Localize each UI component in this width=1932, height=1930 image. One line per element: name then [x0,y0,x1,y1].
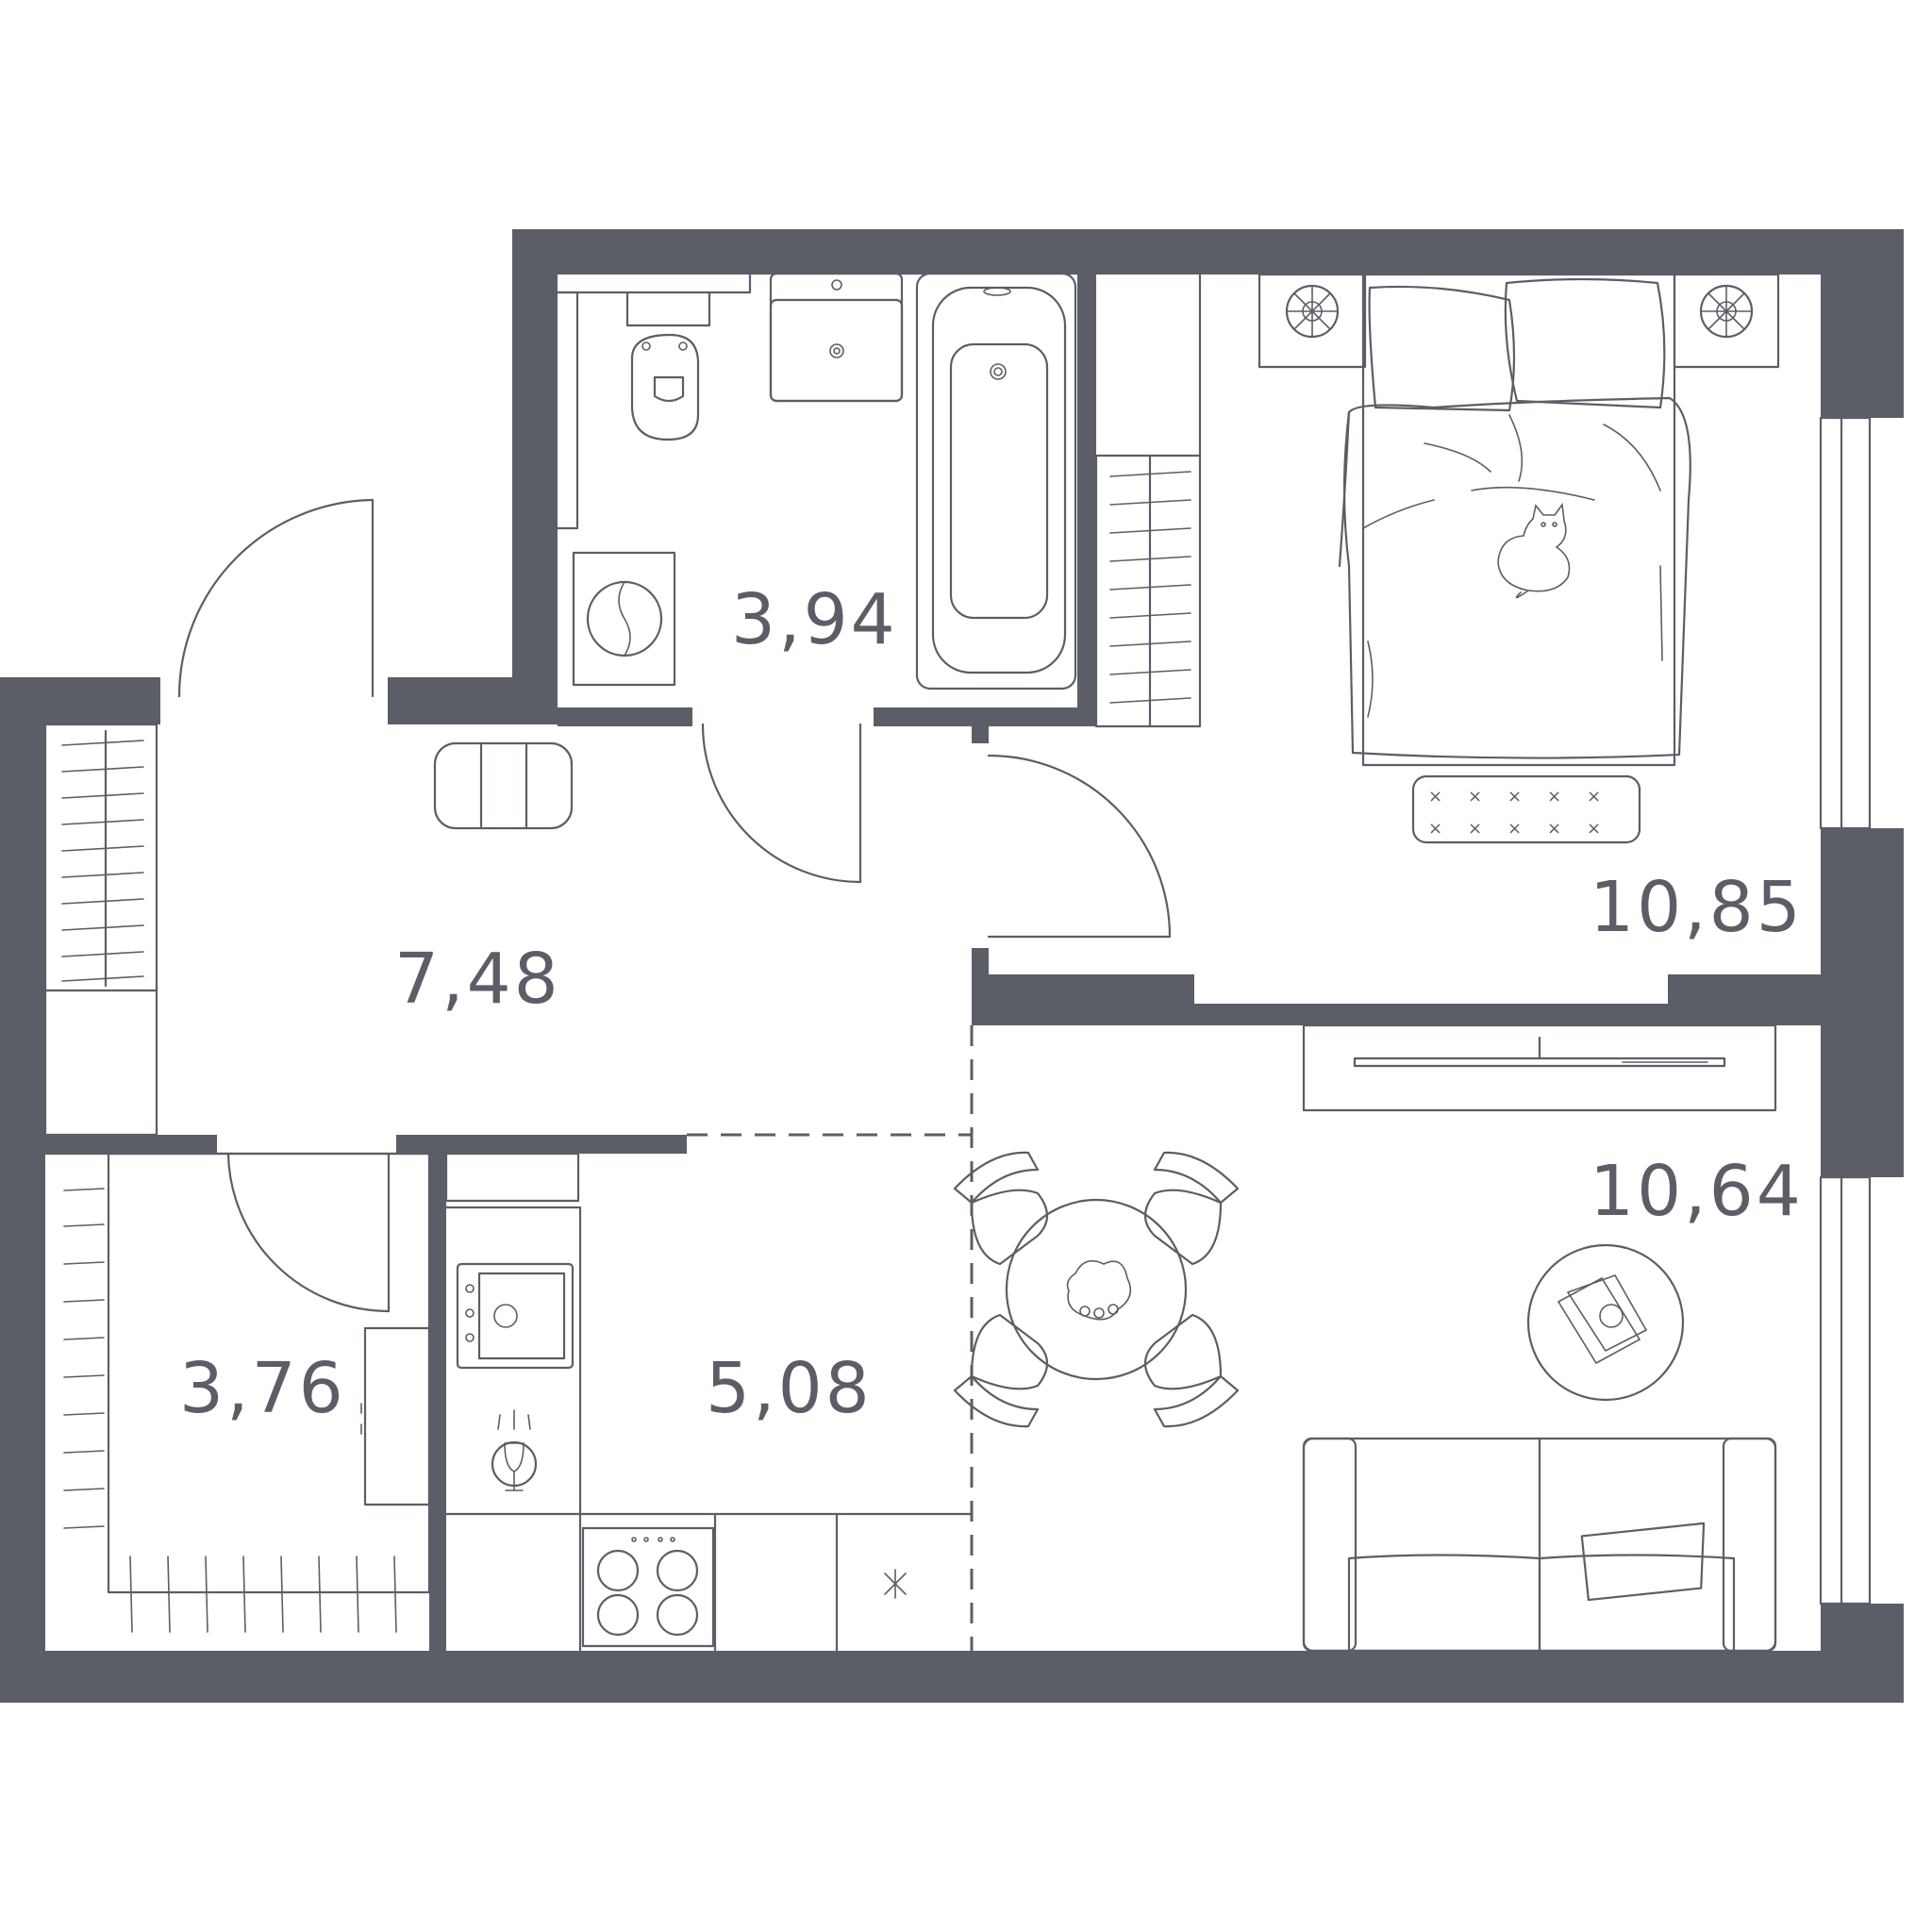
room-area-living-room: 10,64 [1590,1151,1804,1232]
room-area-bathroom: 3,94 [731,579,898,660]
sofa-icon [1302,1437,1777,1653]
chair-icon [1143,1151,1240,1266]
svg-text:×: × [1468,819,1482,839]
faucet-icon [491,1409,538,1491]
rug-icon: × × × × × × × × × × [1411,774,1641,844]
wardrobe-room: 3,76 [43,1152,431,1633]
bed-icon [1338,273,1691,767]
fridge-icon [884,1569,907,1599]
room-area-hallway: 7,48 [394,939,561,1020]
sink-icon [769,272,904,403]
room-area-wardrobe: 3,76 [179,1348,346,1429]
nightstand-lamp-icon [1673,273,1780,369]
bathroom: 3,94 [556,272,1079,690]
dining-table-icon [1005,1198,1188,1381]
room-area-bedroom: 10,85 [1590,867,1804,948]
chair-icon [1143,1313,1240,1428]
svg-text:×: × [1587,787,1601,807]
coffee-table-icon [1526,1243,1685,1402]
wardrobe-door-icon [226,1152,391,1313]
wardrobe-icon [43,723,158,1137]
doors [177,498,1172,1313]
kitchen-sink-icon [456,1262,575,1370]
chair-icon [953,1151,1049,1266]
bedroom: × × × × × × × × × × 10,85 [1094,273,1804,948]
svg-text:×: × [1428,787,1442,807]
svg-text:×: × [1547,787,1561,807]
washing-machine-icon [572,551,676,687]
svg-text:×: × [1428,819,1442,839]
bedroom-door-icon [987,754,1172,939]
kitchen: 5,08 [444,1152,974,1653]
tv-icon [1302,1023,1777,1112]
room-area-kitchen: 5,08 [706,1348,873,1429]
entrance-door-icon [177,498,375,698]
bathroom-door-icon [701,723,862,884]
cat-icon [1497,502,1571,599]
svg-text:×: × [1547,819,1561,839]
wardrobe-icon [1094,273,1202,728]
chair-icon [953,1313,1049,1428]
wardrobe-icon [63,1188,397,1633]
pouf-icon [433,741,574,830]
bathtub-icon [915,272,1077,690]
hallway: 7,48 [43,723,574,1137]
walls [0,229,1904,1703]
nightstand-lamp-icon [1257,273,1367,369]
toilet-icon [625,291,711,441]
svg-text:×: × [1507,787,1522,807]
svg-text:×: × [1507,819,1522,839]
svg-text:×: × [1587,819,1601,839]
svg-text:×: × [1468,787,1482,807]
living-room: 10,64 [687,1023,1804,1653]
stove-icon [581,1526,715,1648]
